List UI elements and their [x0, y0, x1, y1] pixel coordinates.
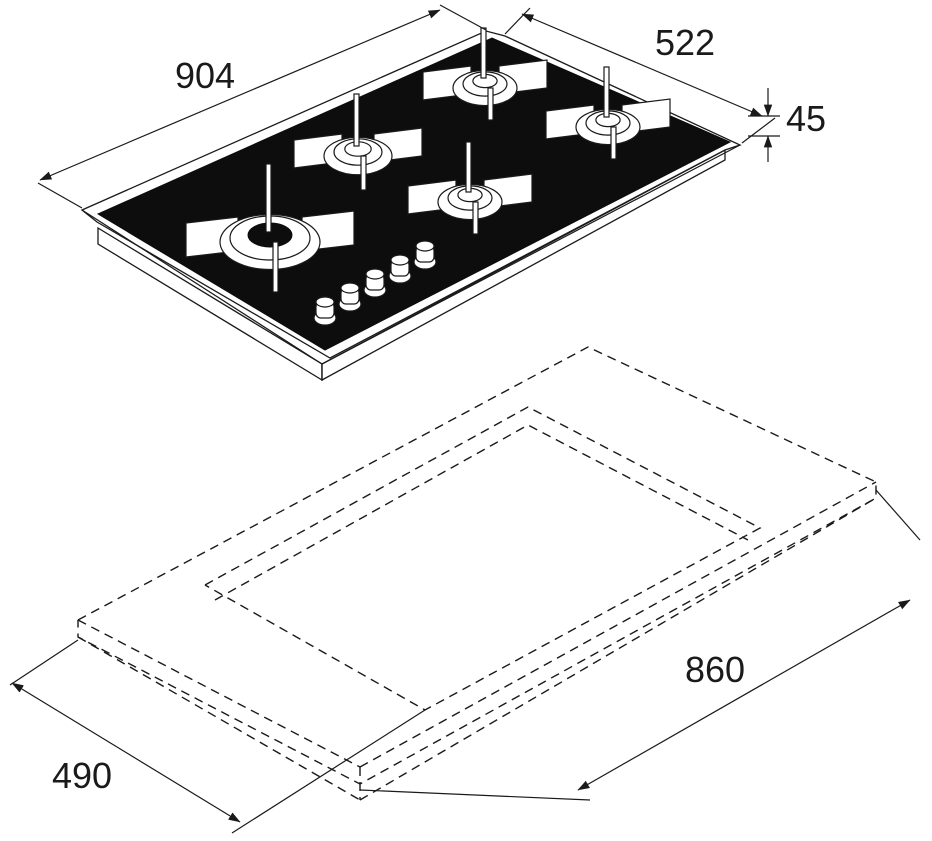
dim-line-860: [577, 599, 911, 791]
dim-label-width: 904: [175, 55, 235, 96]
worktop-outline: [77, 346, 877, 785]
grate-prong: [480, 27, 487, 79]
knob-top: [415, 240, 435, 252]
ext-line-522-right: [741, 117, 776, 144]
worktop-right-top: [359, 481, 877, 768]
grate-prong: [360, 155, 367, 191]
control-knob[interactable]: [413, 240, 437, 270]
grate-prong: [610, 126, 617, 160]
ext-line-860: [875, 489, 921, 541]
ext-line-490-right: [231, 709, 426, 834]
worktop-right-bottom: [359, 497, 877, 801]
worktop-front-bottom: [77, 636, 361, 801]
wok-burner: [185, 163, 355, 293]
grate-prong: [472, 201, 479, 235]
ext-line-522-left: [504, 7, 531, 35]
dim-label-depth: 522: [655, 22, 715, 63]
control-knob[interactable]: [388, 254, 412, 284]
knob-group: [313, 240, 437, 326]
control-knob[interactable]: [338, 282, 362, 312]
hob-front-edge: [81, 209, 323, 365]
worktop-front-top: [77, 619, 361, 768]
knob-top: [365, 268, 385, 280]
hob-dimensions: 904 522 45: [37, 4, 826, 209]
knob-top: [315, 296, 335, 308]
grate-prong: [353, 93, 360, 147]
hob-right-edge: [321, 144, 741, 365]
dim-label-cutout-width: 860: [685, 649, 745, 690]
ext-line-860-b: [359, 789, 591, 801]
dim-label-cutout-depth: 490: [52, 755, 112, 796]
dim-label-height: 45: [786, 98, 826, 139]
control-knob[interactable]: [313, 296, 337, 326]
grate-prong: [465, 141, 472, 193]
burner: [407, 141, 533, 235]
grate-prong: [265, 163, 272, 233]
knob-top: [340, 282, 360, 294]
control-knob[interactable]: [363, 268, 387, 298]
ext-line-490-left: [9, 639, 79, 686]
dim-line-904: [39, 9, 441, 181]
knob-top: [390, 254, 410, 266]
ext-line-904-left: [37, 182, 83, 209]
cutout-opening-top: [204, 406, 762, 711]
dim-line-490: [11, 682, 241, 823]
worktop-cutout: 860 490: [9, 346, 921, 834]
ext-line-904-right: [439, 4, 487, 31]
grate-prong: [603, 66, 610, 118]
dim-line-522: [521, 13, 763, 117]
cutout-opening-inner: [214, 424, 749, 601]
grate-prong: [272, 241, 279, 293]
grate-prong: [487, 87, 494, 121]
